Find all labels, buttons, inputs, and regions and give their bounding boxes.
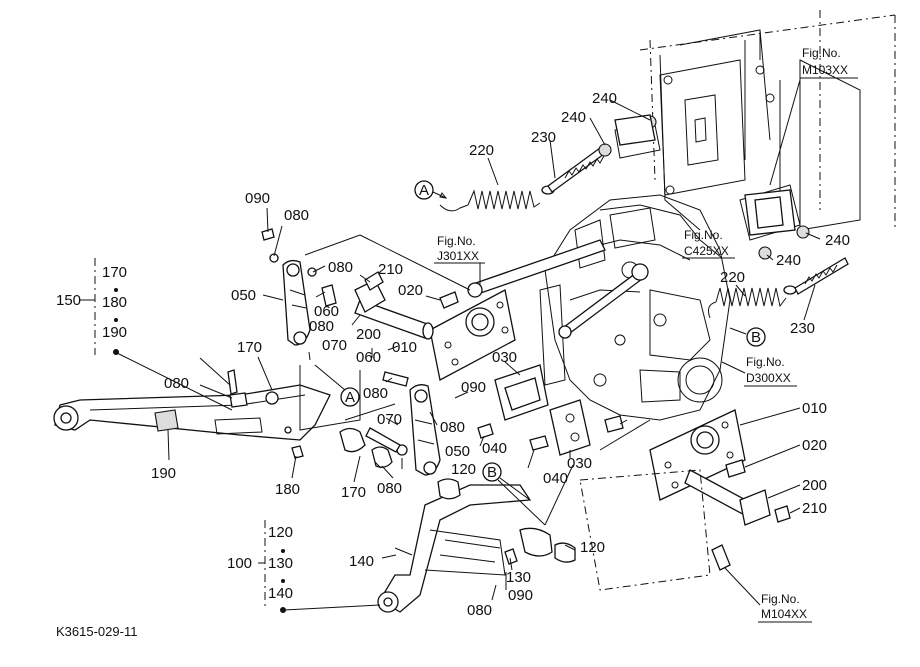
- svg-text:B: B: [487, 464, 497, 481]
- label-030: 030: [567, 455, 592, 472]
- group-150-item: 190: [102, 324, 127, 341]
- svg-text:Fig.No.: Fig.No.: [684, 228, 723, 242]
- label-070: 070: [322, 337, 347, 354]
- group-150-item: 180: [102, 294, 127, 311]
- label-060: 060: [356, 349, 381, 366]
- label-210: 210: [802, 500, 827, 517]
- svg-text:A: A: [419, 182, 429, 199]
- shaft-200-upper: [354, 279, 434, 340]
- label-220: 220: [469, 142, 494, 159]
- svg-text:B: B: [751, 329, 761, 346]
- svg-text:Fig.No.: Fig.No.: [761, 592, 800, 606]
- label-210: 210: [378, 261, 403, 278]
- pedal-arm-150: [53, 364, 393, 468]
- label-080: 080: [164, 375, 189, 392]
- label-170: 170: [341, 484, 366, 501]
- label-120: 120: [580, 539, 605, 556]
- label-080: 080: [328, 259, 353, 276]
- linkage-rods: [304, 234, 649, 339]
- svg-text:J301XX: J301XX: [437, 249, 479, 263]
- callout-a-lower: A: [340, 387, 360, 407]
- label-230: 230: [531, 129, 556, 146]
- label-080: 080: [284, 207, 309, 224]
- label-060: 060: [314, 303, 339, 320]
- label-080: 080: [377, 480, 402, 497]
- group-150-item: 170: [102, 264, 127, 281]
- group-100-item: 140: [268, 585, 293, 602]
- callout-a-upper: A: [414, 180, 448, 200]
- part-labels: 090 080 080 210 020 050 060 080 200 070 …: [151, 90, 850, 619]
- label-010: 010: [802, 400, 827, 417]
- group-100-label: 100: [227, 555, 252, 572]
- svg-text:C425XX: C425XX: [684, 244, 729, 258]
- label-080: 080: [309, 318, 334, 335]
- fig-ref-m103: Fig.No. M103XX: [800, 46, 858, 79]
- label-130: 130: [506, 569, 531, 586]
- label-050: 050: [445, 443, 470, 460]
- svg-text:Fig.No.: Fig.No.: [437, 234, 476, 248]
- group-100-item: 120: [268, 524, 293, 541]
- label-140: 140: [349, 553, 374, 570]
- label-090: 090: [461, 379, 486, 396]
- label-240: 240: [776, 252, 801, 269]
- drawing-code: K3615-029-11: [56, 624, 137, 639]
- pedal-arm-100: [377, 478, 576, 613]
- label-090: 090: [508, 587, 533, 604]
- group-150-label: 150: [56, 292, 81, 309]
- label-050: 050: [231, 287, 256, 304]
- label-220: 220: [720, 269, 745, 286]
- svg-text:A: A: [345, 389, 355, 406]
- label-010: 010: [392, 339, 417, 356]
- label-070: 070: [377, 411, 402, 428]
- label-170: 170: [237, 339, 262, 356]
- group-150: 150 170 180 190: [56, 264, 127, 355]
- label-240: 240: [825, 232, 850, 249]
- label-080: 080: [467, 602, 492, 619]
- label-030: 030: [492, 349, 517, 366]
- svg-text:D300XX: D300XX: [746, 371, 791, 385]
- label-230: 230: [790, 320, 815, 337]
- plate-010-lower: [579, 409, 791, 591]
- svg-text:Fig.No.: Fig.No.: [746, 355, 785, 369]
- arm-050-lower: [365, 371, 441, 476]
- arm-050-upper: [261, 228, 337, 346]
- label-080: 080: [440, 419, 465, 436]
- label-240: 240: [592, 90, 617, 107]
- bracket-030-upper: [494, 364, 549, 421]
- label-180: 180: [275, 481, 300, 498]
- label-040: 040: [482, 440, 507, 457]
- svg-text:M103XX: M103XX: [802, 63, 848, 77]
- label-190: 190: [151, 465, 176, 482]
- fig-ref-m104: Fig.No. M104XX: [758, 592, 812, 623]
- svg-text:Fig.No.: Fig.No.: [802, 46, 841, 60]
- group-100-item: 130: [268, 555, 293, 572]
- callout-b-right: B: [729, 327, 766, 347]
- bracket-030-lower: [477, 399, 624, 456]
- bolts-210-020: [364, 271, 459, 309]
- label-040: 040: [543, 470, 568, 487]
- svg-text:M104XX: M104XX: [761, 607, 807, 621]
- leader-lines: [80, 79, 821, 611]
- label-200: 200: [356, 326, 381, 343]
- label-200: 200: [802, 477, 827, 494]
- label-020: 020: [398, 282, 423, 299]
- spring-220-upper: [439, 185, 555, 212]
- fig-ref-j301: Fig.No. J301XX: [434, 234, 485, 264]
- fig-ref-c425: Fig.No. C425XX: [682, 228, 735, 259]
- bracket-upper-right: [614, 114, 796, 236]
- label-090: 090: [245, 190, 270, 207]
- group-100: 100 120 130 140: [227, 524, 293, 613]
- callout-b-lower: B: [482, 462, 502, 482]
- spring-220-lower: [708, 285, 797, 319]
- fig-ref-d300: Fig.No. D300XX: [744, 355, 797, 387]
- plate-010-upper: [429, 289, 516, 381]
- label-120: 120: [451, 461, 476, 478]
- label-080: 080: [363, 385, 388, 402]
- label-240: 240: [561, 109, 586, 126]
- label-020: 020: [802, 437, 827, 454]
